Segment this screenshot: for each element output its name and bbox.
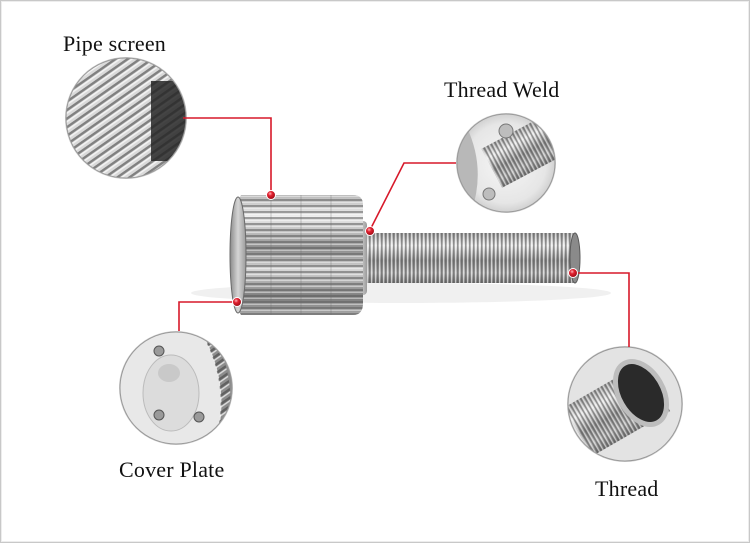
pipe-screen-label: Pipe screen bbox=[63, 31, 166, 56]
screen-body bbox=[233, 195, 363, 315]
pipe-screen-detail bbox=[65, 57, 187, 179]
thread-weld-marker bbox=[365, 226, 375, 236]
leader-lines bbox=[178, 117, 630, 347]
cover-end bbox=[229, 196, 247, 314]
threaded-pipe bbox=[361, 232, 581, 284]
pipe-screen-marker bbox=[266, 190, 276, 200]
cover-plate-marker bbox=[232, 297, 242, 307]
marker-dots bbox=[232, 190, 578, 307]
cover-plate-leader bbox=[178, 301, 237, 331]
pipe-screen-leader bbox=[183, 117, 272, 195]
thread-marker bbox=[568, 268, 578, 278]
nozzle-product bbox=[191, 195, 611, 315]
thread-leader bbox=[573, 272, 630, 347]
cover-plate-detail bbox=[119, 331, 233, 445]
cover-plate-label: Cover Plate bbox=[119, 457, 225, 482]
thread-weld-detail bbox=[456, 113, 556, 213]
thread-weld-leader bbox=[368, 162, 456, 233]
thread-detail bbox=[567, 346, 683, 462]
thread-label: Thread bbox=[595, 476, 659, 501]
thread-weld-label: Thread Weld bbox=[444, 77, 560, 102]
